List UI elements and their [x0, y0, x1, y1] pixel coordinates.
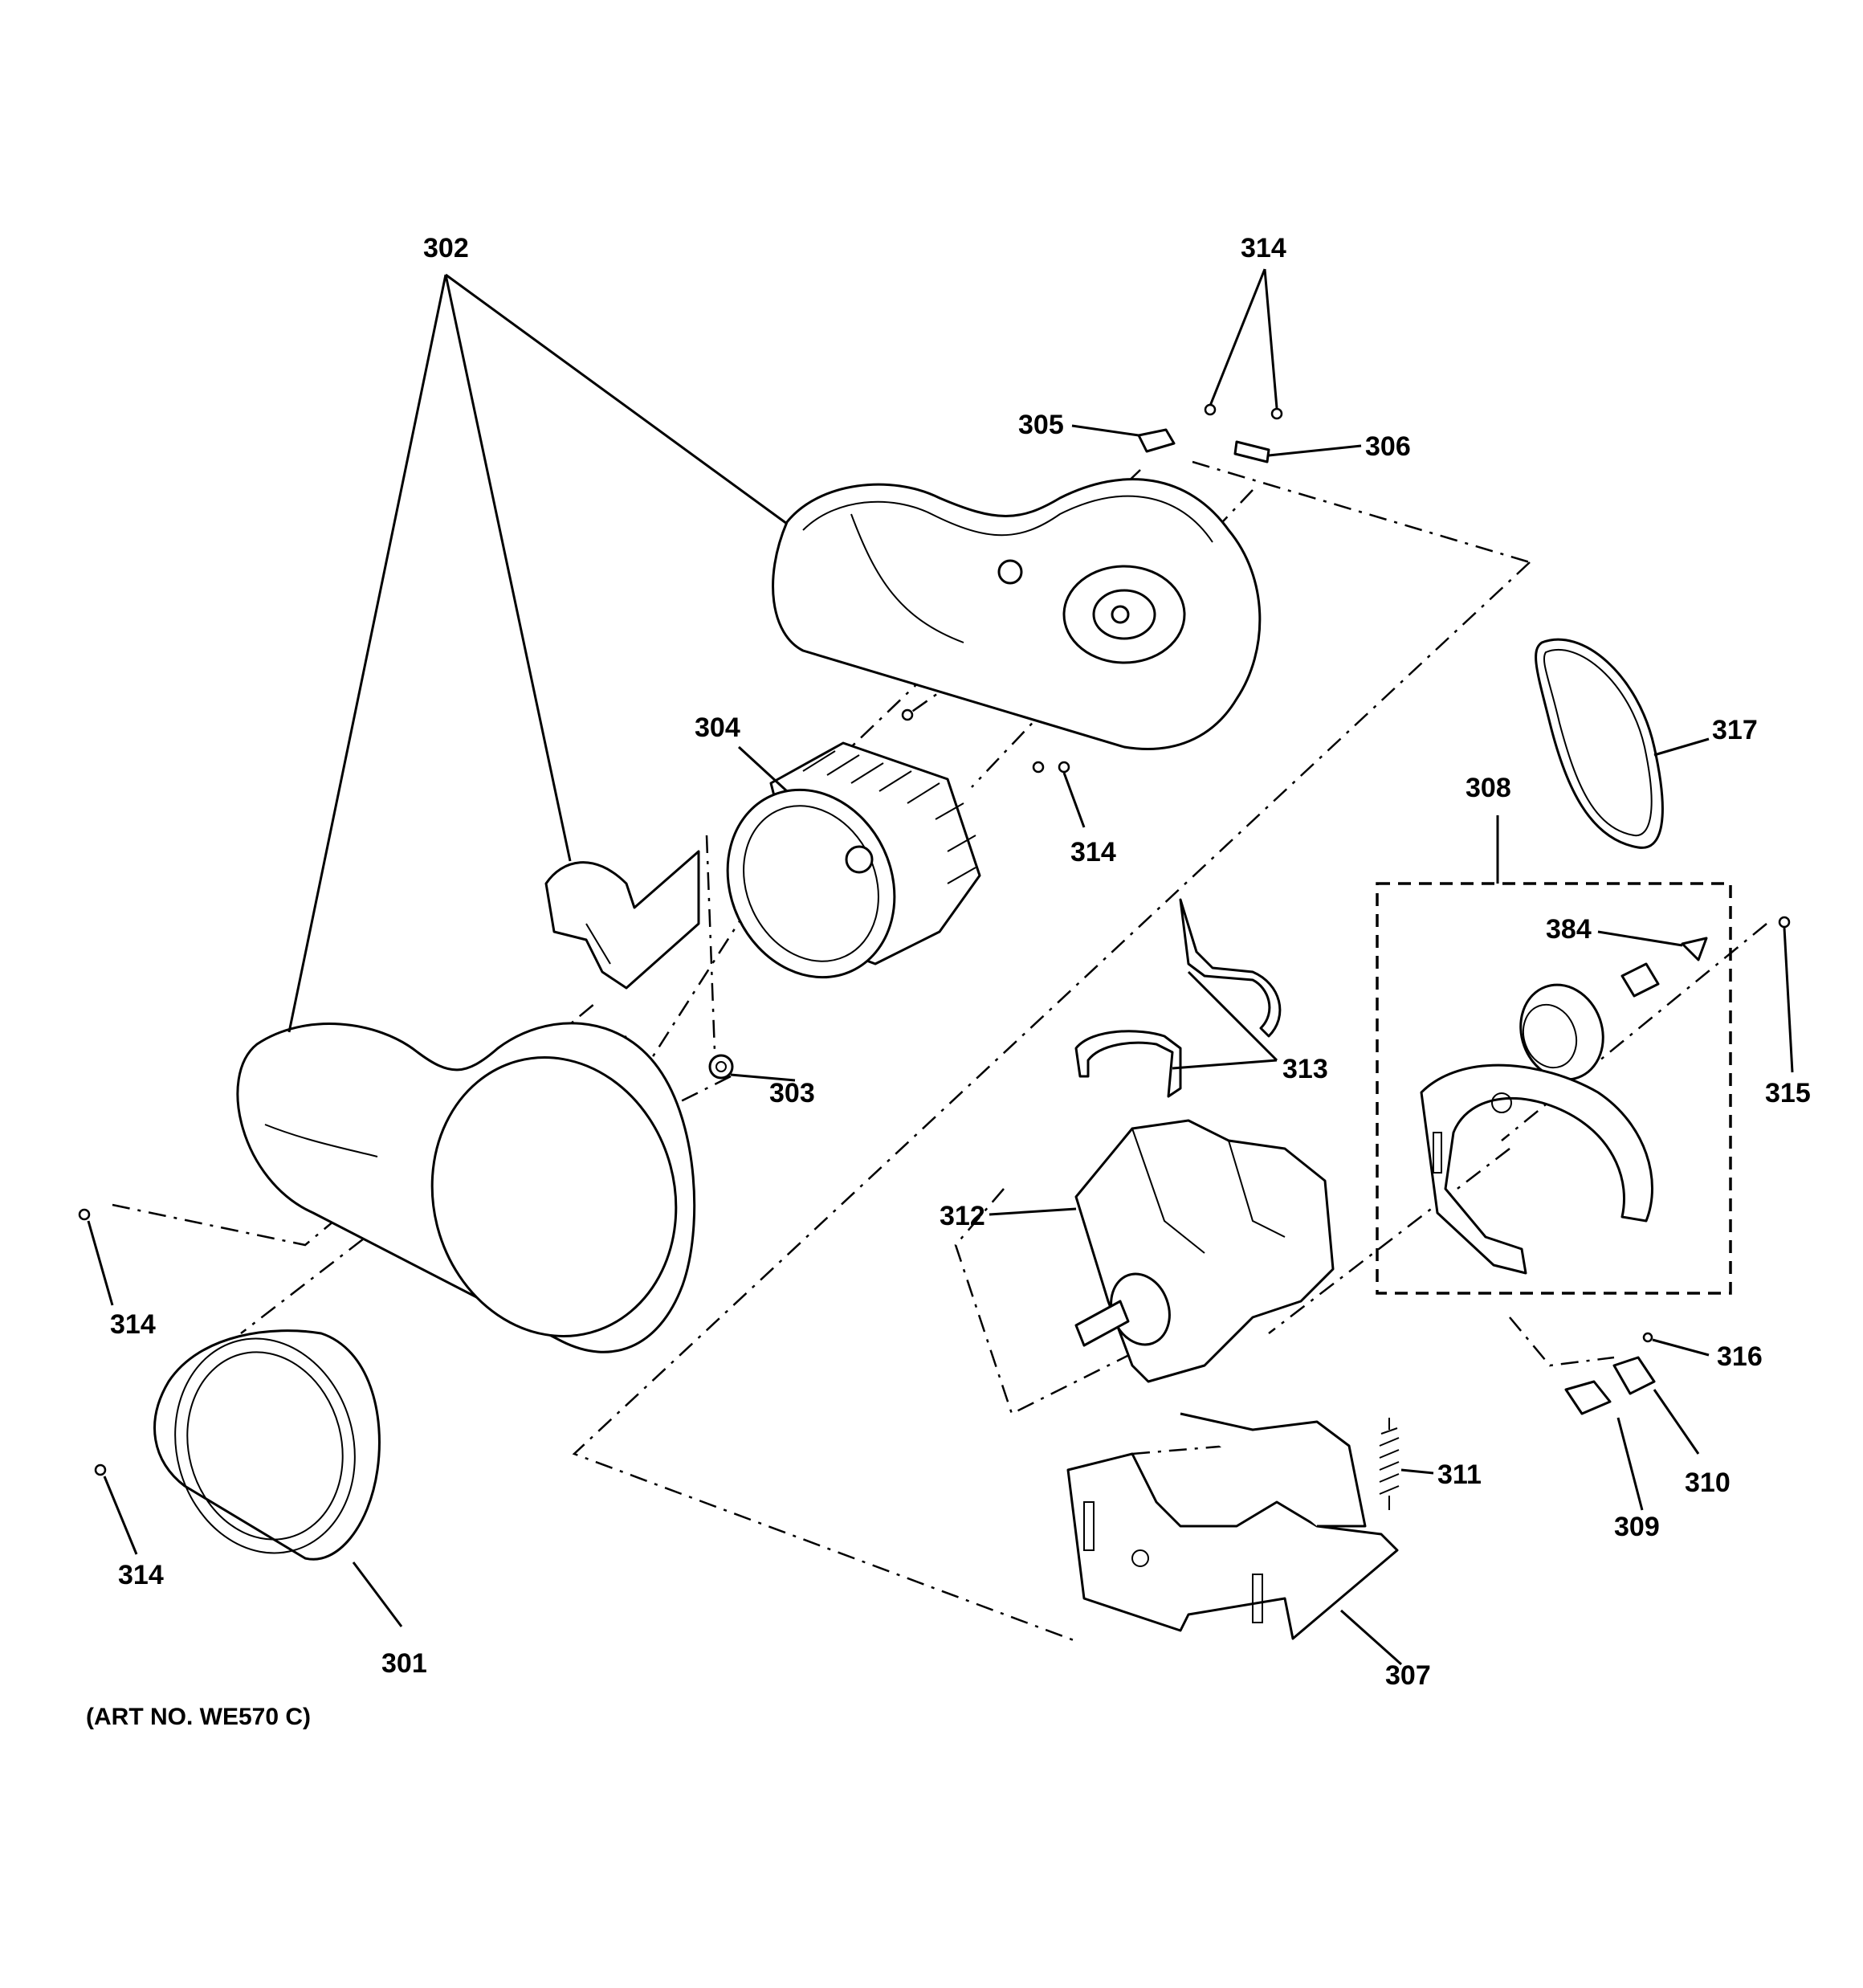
duct-insert [544, 850, 700, 990]
drive-belt [1535, 638, 1664, 849]
idler-kit [1376, 882, 1732, 1295]
blower-housing-front [236, 1022, 696, 1353]
label-313: 313 [1282, 1054, 1328, 1084]
motor-switches [1564, 1356, 1656, 1415]
drive-motor [1074, 1119, 1335, 1383]
blower-wheel [726, 741, 981, 979]
label-317: 317 [1712, 715, 1758, 745]
label-314-bottom: 314 [118, 1560, 164, 1590]
part-number-labels: 302 314 305 306 304 314 317 308 384 315 … [86, 233, 1811, 1730]
thermostat [1233, 440, 1270, 463]
label-314-top: 314 [1241, 233, 1286, 263]
screws [78, 403, 1791, 1476]
label-307: 307 [1385, 1660, 1431, 1691]
label-302: 302 [423, 233, 469, 263]
label-305: 305 [1018, 410, 1064, 440]
tension-spring [1379, 1418, 1400, 1510]
label-309: 309 [1614, 1512, 1660, 1542]
label-315: 315 [1765, 1078, 1811, 1108]
label-384: 384 [1546, 914, 1592, 945]
front-ring [153, 1329, 381, 1561]
blower-nut [708, 1054, 734, 1080]
label-303: 303 [769, 1078, 815, 1108]
label-314-left: 314 [110, 1309, 156, 1340]
label-311: 311 [1437, 1459, 1482, 1490]
label-306: 306 [1365, 431, 1411, 462]
blower-housing-rear [772, 478, 1262, 750]
label-312: 312 [940, 1201, 985, 1231]
label-310: 310 [1685, 1468, 1731, 1498]
thermistor [1137, 428, 1176, 453]
motor-mount [1066, 1412, 1399, 1640]
label-308: 308 [1466, 773, 1511, 803]
motor-clips [1074, 898, 1282, 1098]
label-301: 301 [381, 1648, 427, 1679]
label-316: 316 [1717, 1341, 1763, 1372]
leader-lines [87, 268, 1794, 1666]
label-314-mid: 314 [1070, 837, 1116, 867]
art-number: (ART NO. WE570 C) [86, 1704, 311, 1730]
label-304: 304 [695, 712, 740, 743]
